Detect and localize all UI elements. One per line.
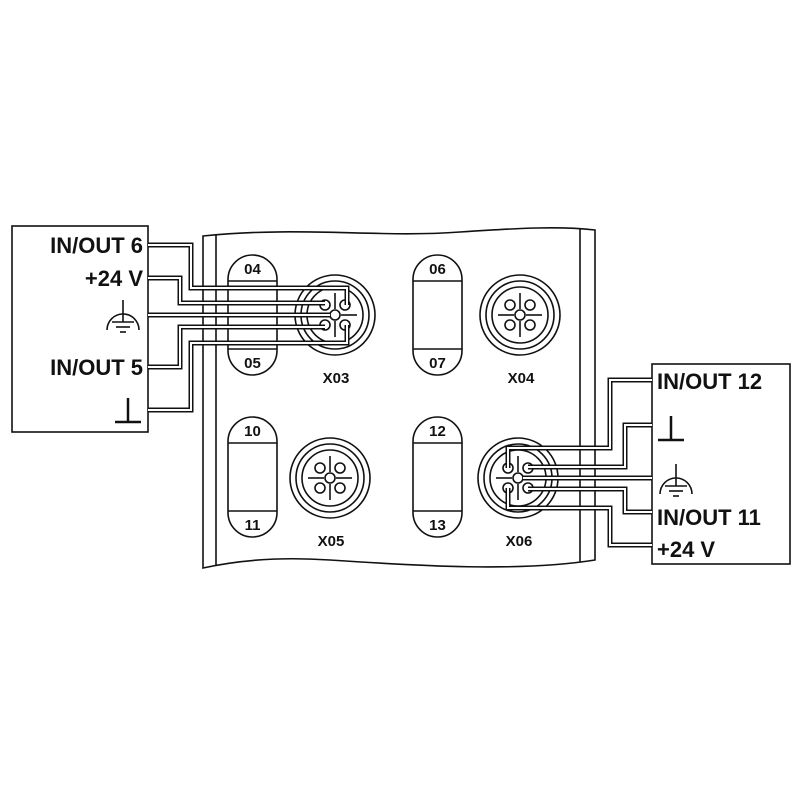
label-plus-24v: +24 V [85,266,143,291]
wire-in-out-5 [148,324,325,370]
wire-plus-24v [505,488,652,548]
connector-pin [314,462,326,474]
wire-plus-24v [148,275,325,306]
connector-pin [334,462,346,474]
led-label-bottom: 05 [244,355,261,372]
wire-ground [148,325,350,413]
connector-label: X04 [508,370,535,387]
connector-pin [524,299,536,311]
label-in-out-12: IN/OUT 12 [657,369,762,394]
protective-earth-icon [659,464,693,497]
label-plus-24v: +24 V [657,537,715,562]
m12-connector-x03[interactable]: X03 [294,274,376,387]
led-label-top: 12 [429,423,446,440]
connector-pin [334,482,346,494]
led-indicator-06-07: 06 07 [412,254,463,376]
wire-in-out-11 [528,486,652,515]
m12-connector-x05[interactable]: X05 [289,437,371,550]
ground-icon [658,416,684,442]
ground-icon [115,398,141,424]
protective-earth-icon [106,300,140,333]
label-in-out-6: IN/OUT 6 [50,233,143,258]
connector-pin [504,299,516,311]
led-label-bottom: 11 [245,517,261,534]
connector-label: X03 [323,370,350,387]
led-label-top: 06 [429,261,446,278]
wire-in-out-6 [148,242,350,305]
connector-pin [524,319,536,331]
connector-pin [504,319,516,331]
led-label-top: 04 [244,261,261,278]
led-indicator-10-11: 10 11 [227,416,278,538]
led-indicator-04-05: 04 05 [227,254,278,376]
m12-connector-x04[interactable]: X04 [479,274,561,387]
m12-connector-x06[interactable]: X06 [477,437,559,550]
right-device-box: IN/OUT 12 IN/OUT 11 +24 V [651,363,791,565]
connector-label: X06 [506,533,533,550]
led-label-bottom: 13 [429,517,446,534]
wire-ground [528,422,652,470]
label-in-out-11: IN/OUT 11 [657,505,761,530]
wire-in-out-12 [505,377,652,468]
connector-pin [314,482,326,494]
left-device-box: IN/OUT 6 +24 V IN/OUT 5 [11,225,149,433]
led-indicator-12-13: 12 13 [412,416,463,538]
connector-label: X05 [318,533,345,550]
label-in-out-5: IN/OUT 5 [50,355,143,380]
led-label-top: 10 [244,423,261,440]
led-label-bottom: 07 [429,355,446,372]
